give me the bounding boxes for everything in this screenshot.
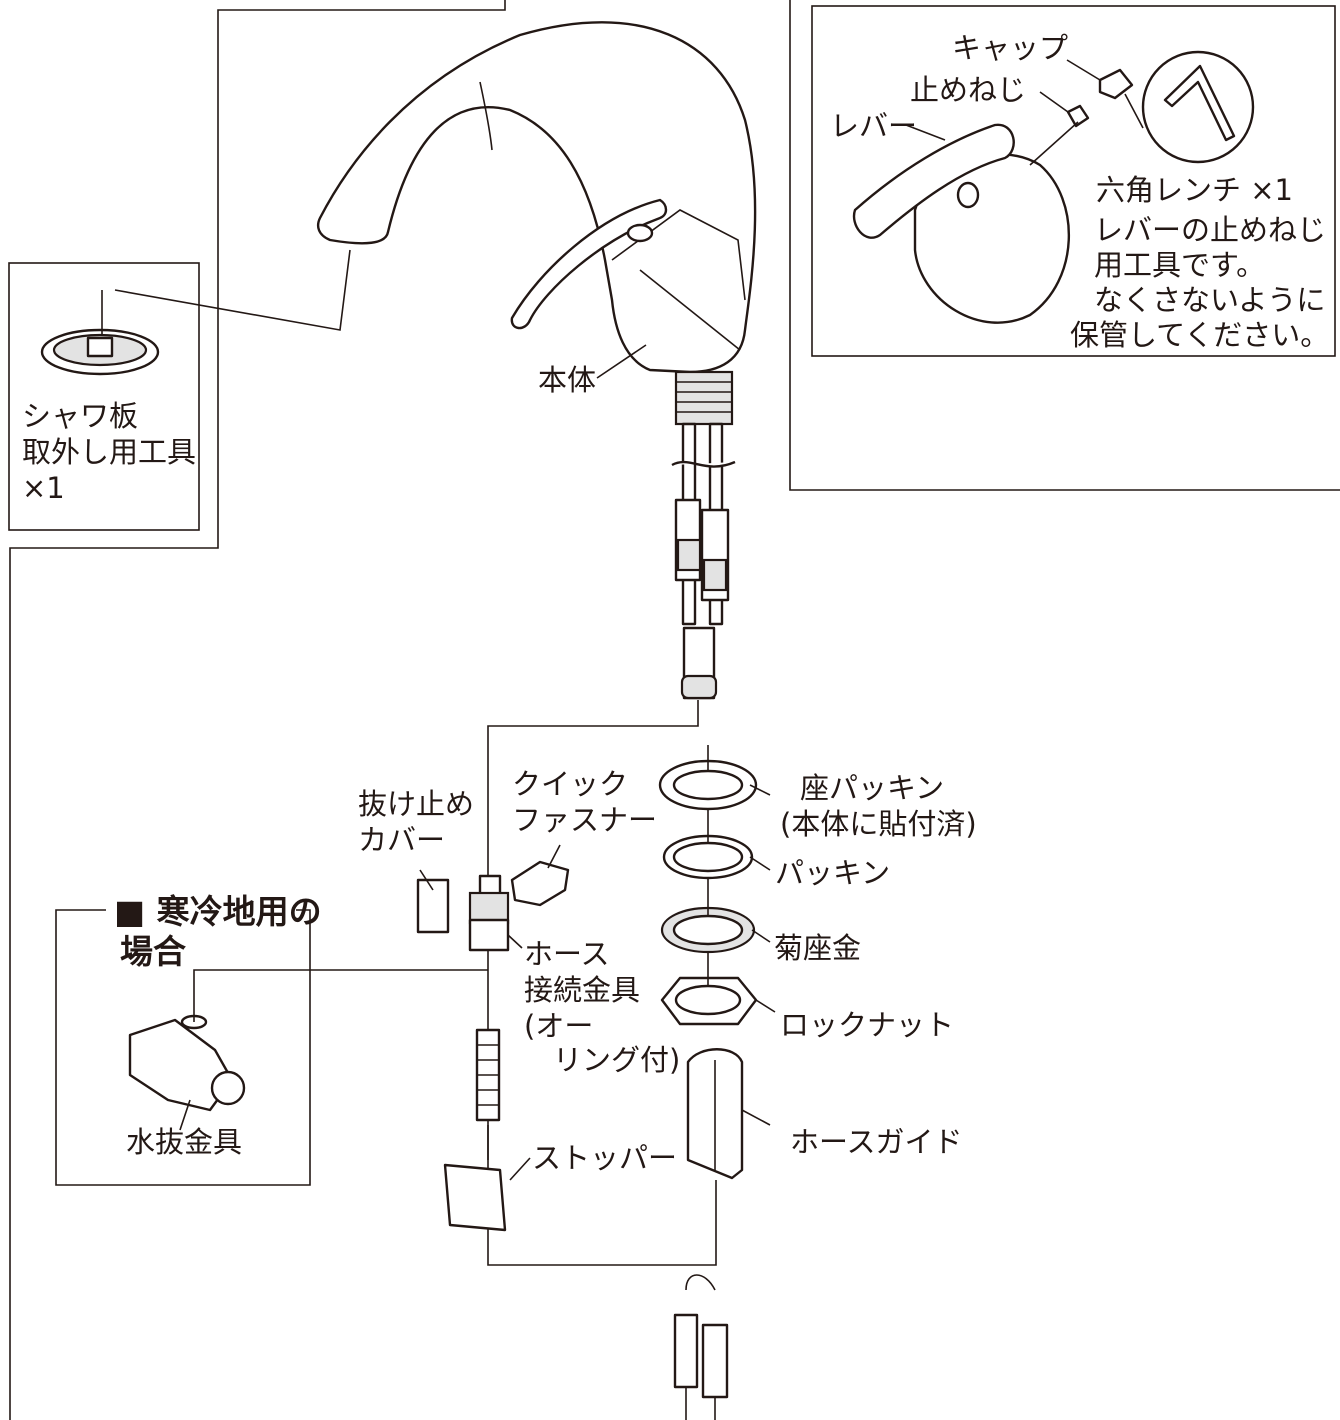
drain-fitting-label: 水抜金具	[126, 1125, 243, 1159]
hose-fitting-label-1: ホース	[524, 937, 610, 971]
wrench-inset-frame	[811, 5, 1336, 357]
set-screw-label: 止めねじ	[910, 73, 1027, 107]
hose-connector-group	[416, 860, 570, 1232]
stopper-cover-label-2: カバー	[358, 823, 446, 857]
body-label: 本体	[538, 363, 597, 397]
shower-tool-inset-frame	[8, 262, 200, 531]
leader-lines	[419, 344, 776, 1181]
assembly-leader-line	[487, 700, 717, 1266]
lever-label: レバー	[830, 109, 918, 143]
hose-guide-label: ホースガイド	[790, 1125, 963, 1159]
shower-tool-label-1: シャワ板	[22, 399, 139, 433]
shower-tool-label-2: 取外し用工具	[22, 435, 197, 469]
wrench-note-line-3: なくさないように	[1094, 283, 1326, 317]
cap-label: キャップ	[952, 31, 1069, 65]
seat-packing-label-1: 座パッキン	[800, 771, 945, 805]
quick-fastener-label-1: クイック	[512, 767, 629, 801]
stopper-cover-label-1: 抜け止め	[358, 787, 475, 821]
cold-region-heading-1: ■ 寒冷地用の	[114, 892, 322, 931]
body-frame	[9, 0, 1340, 1420]
hose-guide-illustration	[686, 1048, 744, 1180]
washer-label: 菊座金	[774, 931, 862, 965]
washer-stack	[658, 745, 758, 1026]
wrench-note-line-1: レバーの止めねじ	[1094, 213, 1327, 247]
packing-label: パッキン	[775, 856, 891, 890]
wrench-note-line-2: 用工具です。	[1094, 248, 1266, 282]
lever-closeup-illustration	[852, 50, 1255, 324]
quick-fastener-label-2: ファスナー	[512, 803, 658, 837]
cold-region-frame	[55, 909, 311, 1186]
faucet-body	[316, 21, 757, 700]
drain-fitting-illustration	[128, 969, 488, 1131]
seat-packing-label-2: (本体に貼付済)	[780, 807, 977, 841]
shower-tool-label-3: ×1	[22, 471, 65, 505]
hose-fitting-label-2: 接続金具	[524, 973, 641, 1007]
stopper-label: ストッパー	[532, 1141, 678, 1175]
shower-plate-tool-illustration	[40, 249, 351, 376]
hose-fitting-label-4: リング付)	[524, 1043, 681, 1077]
hose-ends-illustration	[673, 1274, 729, 1420]
hose-fitting-label-3: (オー	[524, 1009, 594, 1043]
lock-nut-label: ロックナット	[780, 1008, 955, 1042]
wrench-note-line-4: 保管してください。	[1070, 318, 1330, 352]
hex-wrench-label: 六角レンチ ×1	[1096, 173, 1293, 207]
cold-region-heading-2: 場合	[120, 932, 186, 971]
